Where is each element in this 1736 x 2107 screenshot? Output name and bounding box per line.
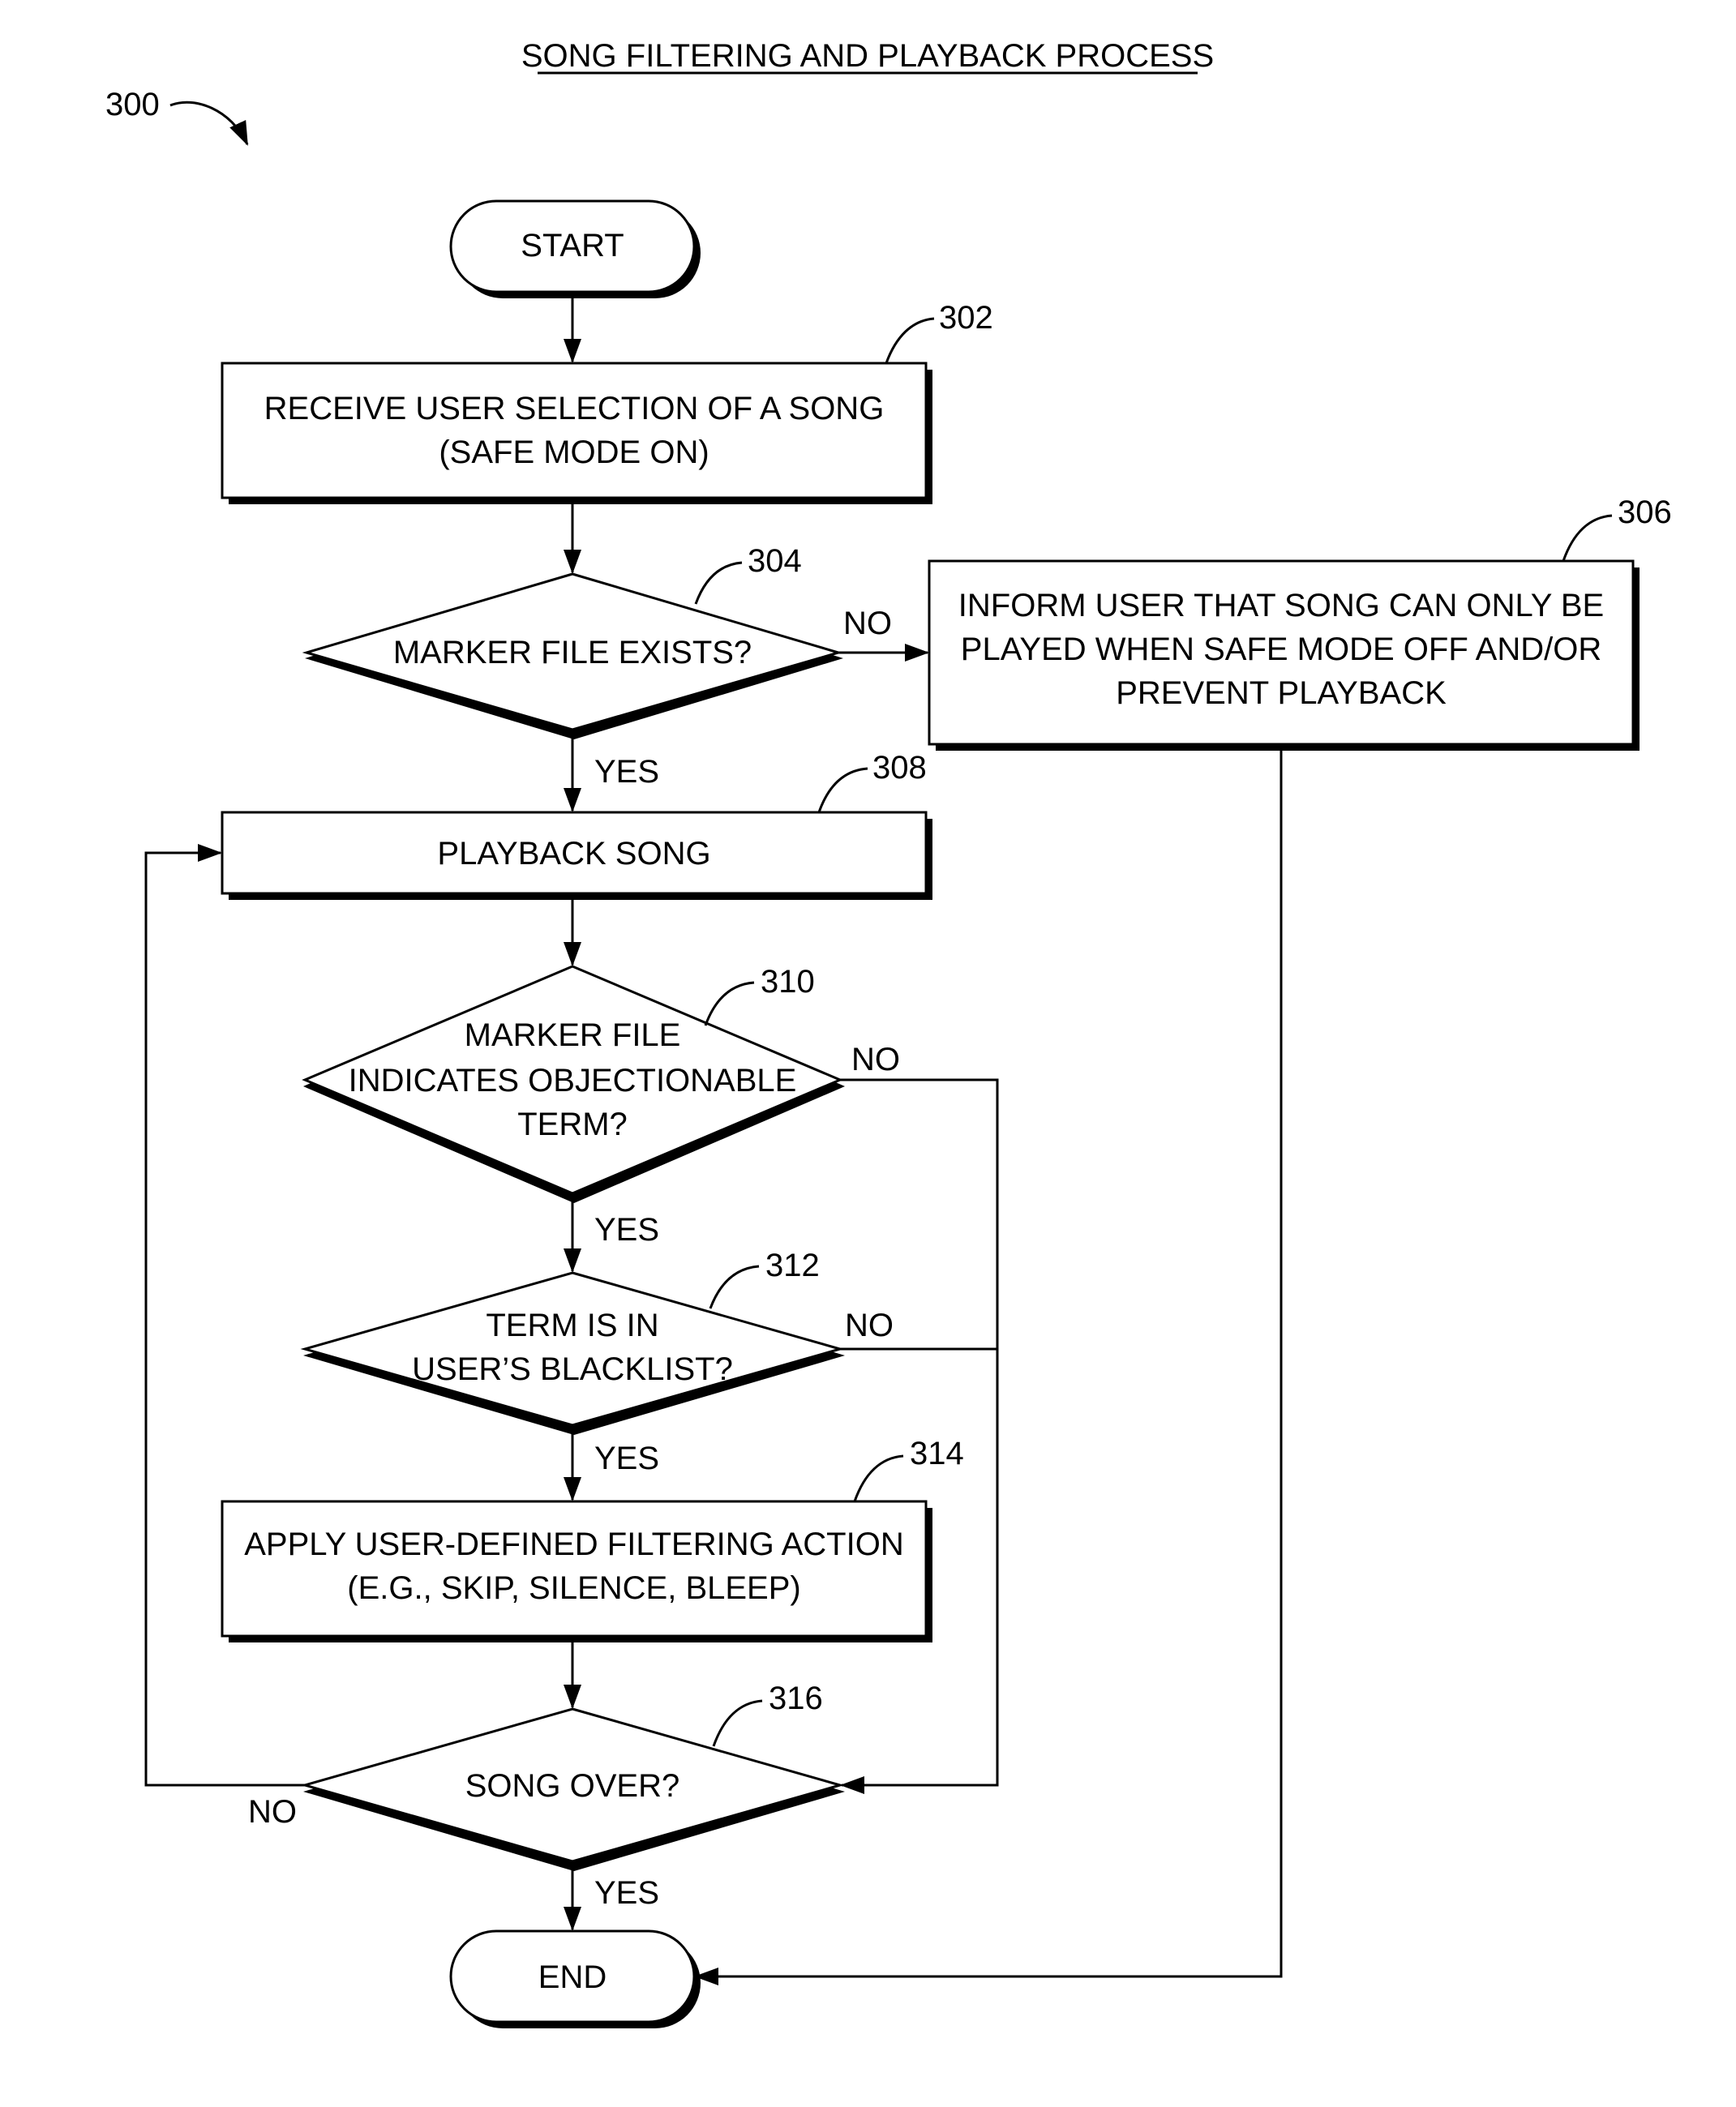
ref-306-leader xyxy=(1563,516,1612,561)
decision-310-line-3: TERM? xyxy=(517,1107,628,1142)
decision-316-label: SONG OVER? xyxy=(465,1768,680,1804)
edge-label-316-no: NO xyxy=(248,1794,297,1830)
ref-302: 302 xyxy=(939,300,993,336)
edge-label-316-yes: YES xyxy=(594,1875,659,1911)
process-302-line-1: RECEIVE USER SELECTION OF A SONG xyxy=(264,391,885,426)
edge-316-no-308 xyxy=(146,853,305,1785)
ref-310-leader xyxy=(705,983,754,1026)
start-terminal: START xyxy=(451,201,701,298)
ref-308: 308 xyxy=(872,750,927,786)
ref-306: 306 xyxy=(1618,495,1672,530)
process-302-line-2: (SAFE MODE ON) xyxy=(439,435,709,470)
process-314-line-2: (E.G., SKIP, SILENCE, BLEEP) xyxy=(347,1570,800,1606)
process-306-line-2: PLAYED WHEN SAFE MODE OFF AND/OR xyxy=(961,632,1601,667)
process-306-line-3: PREVENT PLAYBACK xyxy=(1116,675,1447,711)
ref-314: 314 xyxy=(910,1436,964,1471)
ref-302-leader xyxy=(886,319,934,363)
diagram-title: SONG FILTERING AND PLAYBACK PROCESS xyxy=(521,38,1214,74)
ref-304: 304 xyxy=(748,543,802,579)
decision-316: SONG OVER? xyxy=(303,1709,845,1871)
ref-314-leader xyxy=(855,1456,903,1501)
end-terminal: END xyxy=(451,1931,701,2028)
ref-308-leader xyxy=(819,769,868,812)
decision-310-line-2: INDICATES OBJECTIONABLE xyxy=(349,1063,797,1098)
process-302: RECEIVE USER SELECTION OF A SONG (SAFE M… xyxy=(222,363,932,504)
ref-316-leader xyxy=(714,1701,762,1746)
edge-label-304-no: NO xyxy=(843,606,892,641)
edge-label-312-yes: YES xyxy=(594,1441,659,1476)
end-label: END xyxy=(538,1959,607,1995)
ref-304-leader xyxy=(696,563,742,604)
edge-label-310-yes: YES xyxy=(594,1212,659,1248)
start-label: START xyxy=(521,228,624,263)
process-314: APPLY USER-DEFINED FILTERING ACTION (E.G… xyxy=(222,1501,932,1642)
edge-310-no-316 xyxy=(840,1080,997,1785)
process-308: PLAYBACK SONG xyxy=(222,812,932,900)
edge-label-312-no: NO xyxy=(845,1308,894,1343)
decision-310-line-1: MARKER FILE xyxy=(465,1017,681,1053)
decision-312-line-1: TERM IS IN xyxy=(486,1308,658,1343)
ref-316: 316 xyxy=(769,1681,823,1716)
decision-304: MARKER FILE EXISTS? xyxy=(305,574,843,739)
decision-312: TERM IS IN USER’S BLACKLIST? xyxy=(303,1273,845,1435)
edge-label-310-no: NO xyxy=(851,1042,900,1077)
ref-310: 310 xyxy=(761,964,815,1000)
ref-312: 312 xyxy=(765,1248,820,1283)
process-306-line-1: INFORM USER THAT SONG CAN ONLY BE xyxy=(958,588,1604,623)
edge-label-304-yes: YES xyxy=(594,754,659,790)
decision-310: MARKER FILE INDICATES OBJECTIONABLE TERM… xyxy=(303,966,845,1203)
ref-312-leader xyxy=(710,1266,759,1308)
process-314-line-1: APPLY USER-DEFINED FILTERING ACTION xyxy=(244,1527,903,1562)
figure-ref-arrow xyxy=(170,102,247,144)
figure-ref-label: 300 xyxy=(105,87,160,122)
decision-312-line-2: USER’S BLACKLIST? xyxy=(412,1351,733,1387)
decision-304-label: MARKER FILE EXISTS? xyxy=(393,635,752,670)
process-308-label: PLAYBACK SONG xyxy=(437,836,710,871)
process-306: INFORM USER THAT SONG CAN ONLY BE PLAYED… xyxy=(929,561,1640,751)
